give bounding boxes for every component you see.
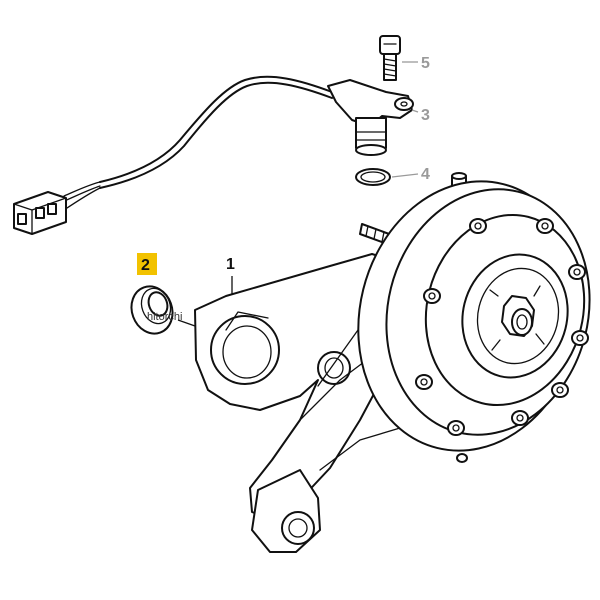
connector-plug: [13, 191, 67, 235]
drive-flange: [357, 180, 591, 452]
bolt-part-5: [379, 35, 401, 81]
callout-2: 2: [141, 257, 150, 274]
leader-2: [177, 319, 196, 327]
callout-1: 1: [226, 256, 235, 273]
flange-bolts: [415, 218, 589, 436]
sensor-part-3: [327, 79, 414, 156]
leader-4: [391, 173, 419, 178]
leader-3: [411, 109, 419, 113]
cable-wires: [61, 181, 101, 211]
callout-3: 3: [421, 107, 430, 124]
seal-part-2: [130, 285, 174, 335]
callout-4: 4: [421, 166, 430, 183]
sensor-cable: [99, 75, 333, 189]
watermark: hitorchi: [147, 311, 182, 323]
final-drive-housing-part-1: [194, 253, 403, 553]
callout-5: 5: [421, 55, 430, 72]
o-ring-part-4: [355, 168, 391, 186]
highlight-box: [137, 253, 157, 275]
drain-screw: [456, 453, 468, 463]
